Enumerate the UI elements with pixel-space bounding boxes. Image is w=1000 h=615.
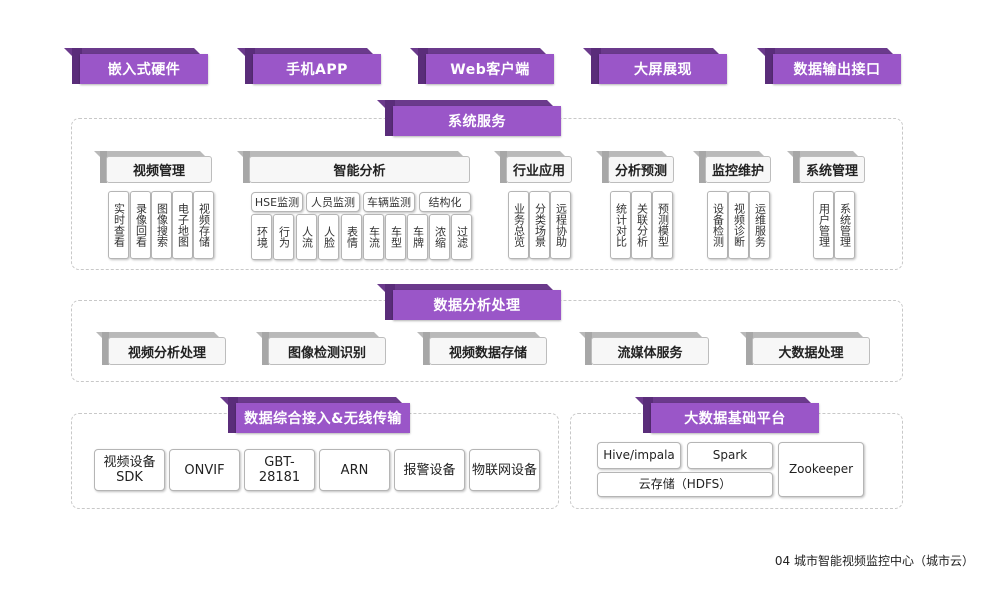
proc-label: 图像检测识别 bbox=[268, 337, 386, 365]
item-vehicle-type[interactable]: 车型 bbox=[385, 214, 406, 260]
group-smart-analysis: 智能分析 bbox=[237, 151, 470, 183]
sub-vehicle-monitor[interactable]: 车辆监测 bbox=[363, 192, 415, 212]
big-screen-button[interactable]: 大屏展现 bbox=[583, 48, 727, 84]
item-system-admin[interactable]: 系统管理 bbox=[834, 191, 855, 259]
section-title: 数据分析处理 bbox=[393, 290, 561, 320]
proc-label: 视频分析处理 bbox=[108, 337, 226, 365]
item-playback[interactable]: 录像回看 bbox=[130, 191, 151, 259]
section-title: 大数据基础平台 bbox=[651, 403, 819, 433]
group-title: 行业应用 bbox=[506, 156, 572, 183]
access-alarm-device[interactable]: 报警设备 bbox=[394, 449, 465, 491]
item-traffic-flow[interactable]: 车流 bbox=[363, 214, 384, 260]
sub-person-monitor[interactable]: 人员监测 bbox=[306, 192, 360, 212]
platform-hive-impala[interactable]: Hive/impala bbox=[597, 442, 681, 469]
proc-streaming[interactable]: 流媒体服务 bbox=[579, 332, 709, 365]
access-video-sdk[interactable]: 视频设备 SDK bbox=[94, 449, 165, 491]
platform-zookeeper[interactable]: Zookeeper bbox=[778, 442, 864, 497]
item-image-search[interactable]: 图像搜索 bbox=[151, 191, 172, 259]
item-stat-compare[interactable]: 统计对比 bbox=[610, 191, 631, 259]
item-correlation[interactable]: 关联分析 bbox=[631, 191, 652, 259]
platform-spark[interactable]: Spark bbox=[687, 442, 773, 469]
item-realtime-view[interactable]: 实时查看 bbox=[108, 191, 129, 259]
item-business-overview[interactable]: 业务总览 bbox=[508, 191, 529, 259]
mobile-app-button[interactable]: 手机APP bbox=[237, 48, 381, 84]
proc-label: 流媒体服务 bbox=[591, 337, 709, 365]
item-condense[interactable]: 浓缩 bbox=[429, 214, 450, 260]
item-classified-scene[interactable]: 分类场景 bbox=[529, 191, 550, 259]
item-prediction-model[interactable]: 预测模型 bbox=[652, 191, 673, 259]
item-remote-assist[interactable]: 远程协助 bbox=[550, 191, 571, 259]
platform-hdfs[interactable]: 云存储（HDFS） bbox=[597, 472, 773, 497]
group-video-management: 视频管理 bbox=[94, 151, 212, 183]
section-title: 系统服务 bbox=[393, 106, 561, 136]
item-environment[interactable]: 环境 bbox=[251, 214, 272, 260]
button-label: 嵌入式硬件 bbox=[80, 54, 208, 84]
group-system-management: 系统管理 bbox=[787, 151, 865, 183]
sub-structured[interactable]: 结构化 bbox=[419, 192, 471, 212]
item-user-management[interactable]: 用户管理 bbox=[813, 191, 834, 259]
item-electronic-map[interactable]: 电子地图 bbox=[172, 191, 193, 259]
item-license-plate[interactable]: 车牌 bbox=[407, 214, 428, 260]
button-label: 手机APP bbox=[253, 54, 381, 84]
group-title: 智能分析 bbox=[249, 156, 470, 183]
access-arn[interactable]: ARN bbox=[319, 449, 390, 491]
web-client-button[interactable]: Web客户端 bbox=[410, 48, 554, 84]
access-gbt28181[interactable]: GBT-28181 bbox=[244, 449, 315, 491]
group-monitor-maintenance: 监控维护 bbox=[693, 151, 771, 183]
proc-label: 视频数据存储 bbox=[429, 337, 547, 365]
data-processing-title: 数据分析处理 bbox=[377, 284, 561, 320]
item-crowd-flow[interactable]: 人流 bbox=[296, 214, 317, 260]
item-expression[interactable]: 表情 bbox=[341, 214, 362, 260]
proc-label: 大数据处理 bbox=[752, 337, 870, 365]
group-title: 分析预测 bbox=[608, 156, 674, 183]
button-label: 数据输出接口 bbox=[773, 54, 901, 84]
system-service-title: 系统服务 bbox=[377, 100, 561, 136]
item-video-diagnosis[interactable]: 视频诊断 bbox=[728, 191, 749, 259]
group-analysis-prediction: 分析预测 bbox=[596, 151, 674, 183]
item-filter[interactable]: 过滤 bbox=[451, 214, 472, 260]
group-title: 系统管理 bbox=[799, 156, 865, 183]
item-video-storage[interactable]: 视频存储 bbox=[193, 191, 214, 259]
footer-caption: 04 城市智能视频监控中心（城市云） bbox=[774, 554, 974, 568]
bigdata-title: 大数据基础平台 bbox=[635, 397, 819, 433]
proc-video-storage[interactable]: 视频数据存储 bbox=[417, 332, 547, 365]
sub-hse-monitor[interactable]: HSE监测 bbox=[251, 192, 303, 212]
embedded-hardware-button[interactable]: 嵌入式硬件 bbox=[64, 48, 208, 84]
group-industry-app: 行业应用 bbox=[494, 151, 572, 183]
section-title: 数据综合接入&无线传输 bbox=[236, 403, 410, 433]
group-title: 视频管理 bbox=[106, 156, 212, 183]
item-behavior[interactable]: 行为 bbox=[273, 214, 294, 260]
proc-video-analysis[interactable]: 视频分析处理 bbox=[96, 332, 226, 365]
item-face[interactable]: 人脸 bbox=[318, 214, 339, 260]
data-output-button[interactable]: 数据输出接口 bbox=[757, 48, 901, 84]
button-label: Web客户端 bbox=[426, 54, 554, 84]
access-onvif[interactable]: ONVIF bbox=[169, 449, 240, 491]
item-ops-service[interactable]: 运维服务 bbox=[749, 191, 770, 259]
proc-big-data[interactable]: 大数据处理 bbox=[740, 332, 870, 365]
access-iot-device[interactable]: 物联网设备 bbox=[469, 449, 540, 491]
group-title: 监控维护 bbox=[705, 156, 771, 183]
button-label: 大屏展现 bbox=[599, 54, 727, 84]
access-title: 数据综合接入&无线传输 bbox=[220, 397, 410, 433]
item-device-check[interactable]: 设备检测 bbox=[707, 191, 728, 259]
proc-image-recognition[interactable]: 图像检测识别 bbox=[256, 332, 386, 365]
